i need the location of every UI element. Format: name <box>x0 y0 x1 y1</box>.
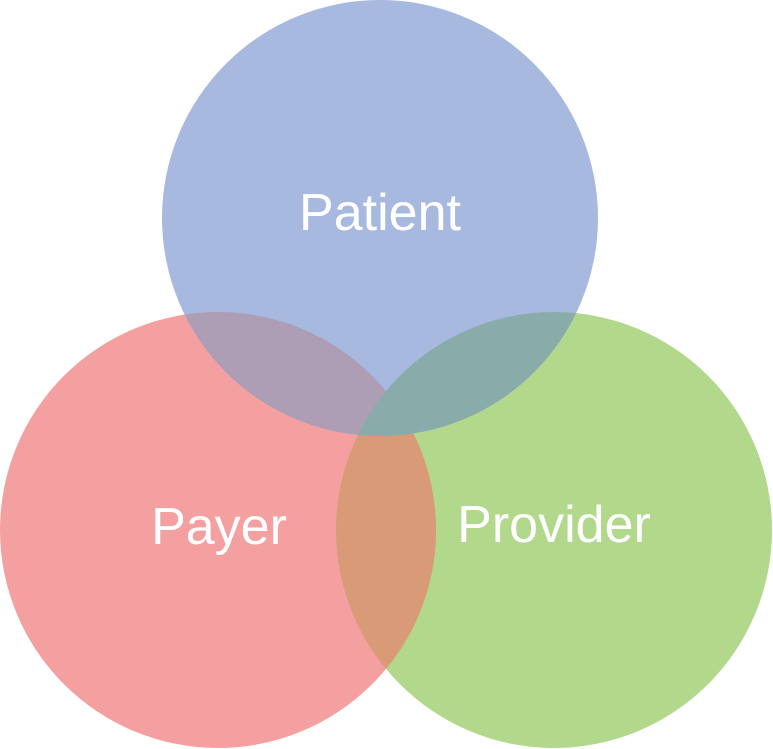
provider-label: Provider <box>457 496 651 554</box>
payer-label: Payer <box>151 498 287 556</box>
overlap-patient-provider <box>336 312 598 436</box>
overlap-patient-payer <box>162 312 436 436</box>
patient-label: Patient <box>299 184 461 242</box>
